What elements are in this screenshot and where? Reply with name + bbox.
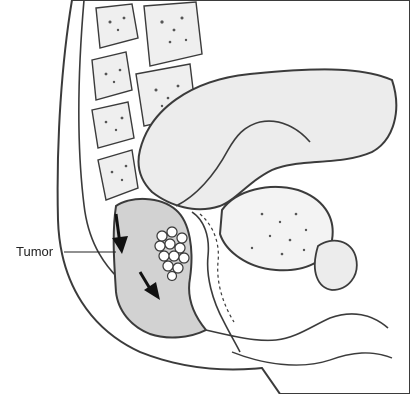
perineum-contour	[206, 314, 388, 340]
rectum	[114, 199, 206, 338]
coccyx	[98, 150, 138, 200]
lower-contour	[232, 352, 392, 365]
pubic-bone	[315, 241, 357, 290]
vertebra-5	[92, 102, 134, 148]
vertebra-1	[96, 4, 138, 48]
vertebra-3	[92, 52, 132, 100]
vertebra-2	[144, 2, 202, 66]
tumor-label: Tumor	[16, 245, 53, 258]
